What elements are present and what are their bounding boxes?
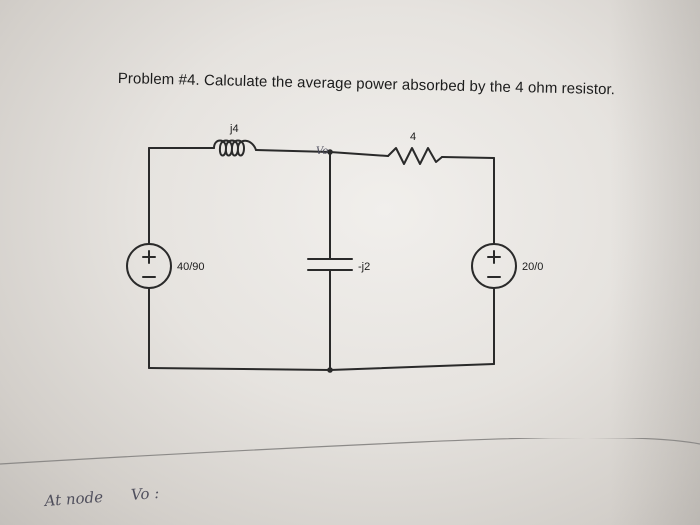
right-source-plus (487, 250, 501, 264)
node-dot-top (327, 149, 333, 155)
right-source-label: 20/0 (522, 261, 543, 273)
resistor-zigzag (387, 147, 443, 165)
inductor-coil (213, 139, 257, 157)
left-source-label: 40/90 (177, 261, 205, 273)
handwritten-vo: Vo : (130, 483, 160, 504)
page-divider-line (0, 438, 700, 465)
wire-bottom (148, 363, 495, 371)
wire-top-right-a (329, 151, 389, 157)
inductor-label: j4 (229, 123, 239, 135)
resistor-label: 4 (410, 131, 416, 143)
capacitor-label: -j2 (358, 261, 370, 273)
left-source-plus (142, 250, 156, 264)
wire-top-middle (255, 149, 331, 153)
node-dot-bottom (327, 367, 333, 373)
right-voltage-source (471, 243, 517, 289)
node-label: Vo (316, 146, 328, 157)
left-voltage-source (126, 243, 172, 289)
wire-top-right-b (441, 156, 495, 159)
